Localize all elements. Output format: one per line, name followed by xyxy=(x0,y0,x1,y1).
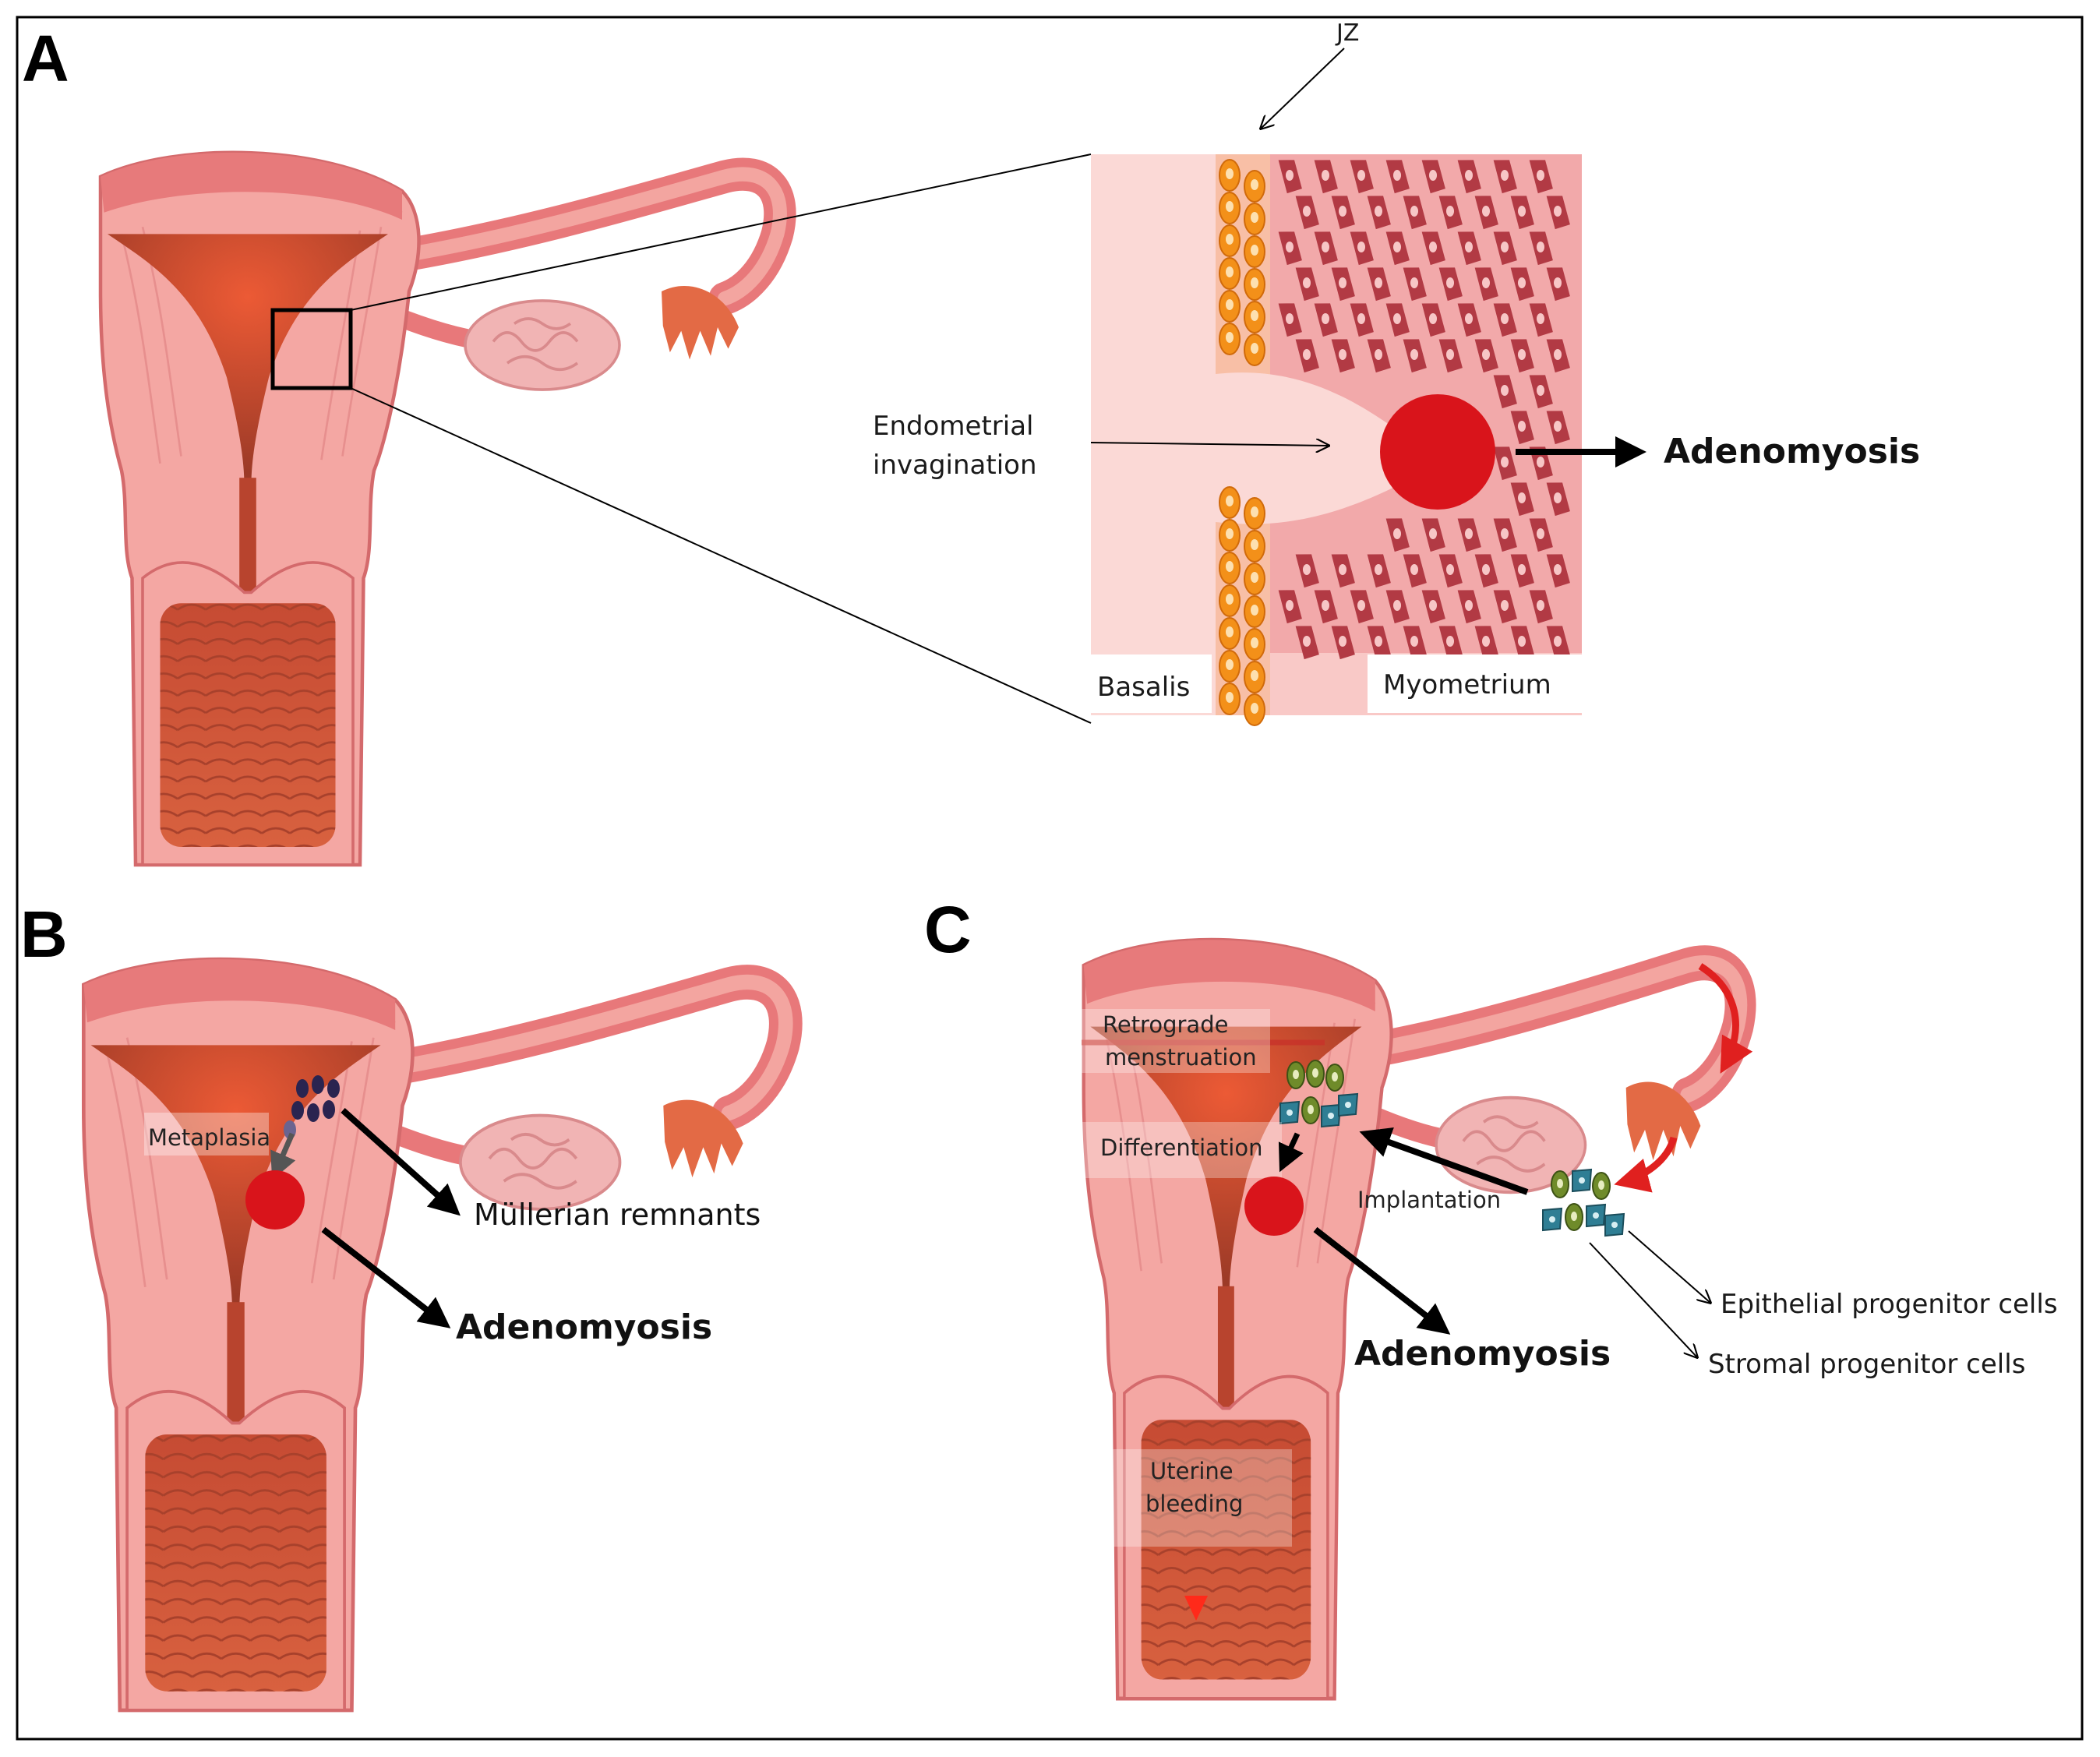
implantation-label: Implantation xyxy=(1357,1187,1501,1213)
basalis-cell xyxy=(1244,497,1265,530)
metaplasia-arrow xyxy=(270,1132,296,1180)
basalis-cell xyxy=(1219,683,1241,715)
basalis-cell xyxy=(1244,203,1265,235)
metaplasia-label: Metaplasia xyxy=(148,1124,270,1151)
zoom-line-bottom xyxy=(350,387,1092,724)
invagination-arrow xyxy=(1090,443,1329,446)
tube-flow-arrow xyxy=(1698,963,1753,1074)
epithelial-pointer xyxy=(1628,1230,1710,1303)
bleeding-label-line1: Uterine xyxy=(1150,1458,1234,1484)
basalis-cell xyxy=(1219,584,1241,617)
mullerian-cells xyxy=(284,1075,340,1139)
basalis-cell xyxy=(1244,235,1265,268)
basalis-cell xyxy=(1244,693,1265,726)
basalis-cell xyxy=(1244,595,1265,628)
adenomyosis-arrow-b xyxy=(321,1226,451,1328)
zoom-box xyxy=(270,308,353,390)
basalis-cell xyxy=(1219,257,1241,290)
adenomyosis-label-c: Adenomyosis xyxy=(1354,1334,1611,1374)
panel-label-c: C xyxy=(924,893,972,966)
epithelial-label: Epithelial progenitor cells xyxy=(1721,1289,2058,1320)
basalis-cell xyxy=(1244,301,1265,333)
bleeding-label-line2: bleeding xyxy=(1145,1491,1243,1517)
basalis-cell xyxy=(1219,650,1241,683)
panel-label-b: B xyxy=(20,898,68,971)
basalis-cell xyxy=(1219,617,1241,650)
basalis-cell xyxy=(1244,530,1265,563)
implantation-arrow xyxy=(1359,1127,1529,1195)
zoom-line-top xyxy=(350,153,1092,311)
panel-c: C Retrograde menstruation Differentiatio… xyxy=(924,893,2058,1699)
basalis-cell xyxy=(1219,552,1241,584)
panel-a: A JZ Endometrial invaginat xyxy=(22,19,1920,865)
jz-arrow xyxy=(1261,48,1345,129)
myometrium-label: Myometrium xyxy=(1383,669,1551,700)
basalis-cell xyxy=(1244,563,1265,595)
adenomyosis-label-a: Adenomyosis xyxy=(1664,432,1920,471)
basalis-cell xyxy=(1244,268,1265,301)
basalis-cell xyxy=(1244,170,1265,203)
basalis-cell xyxy=(1244,628,1265,661)
stromal-label: Stromal progenitor cells xyxy=(1708,1349,2025,1380)
basalis-cell xyxy=(1219,192,1241,224)
retrograde-label-line2: menstruation xyxy=(1105,1044,1257,1071)
basalis-cell xyxy=(1219,159,1241,192)
invagination-label-line1: Endometrial xyxy=(873,411,1034,442)
mullerian-arrow xyxy=(341,1108,461,1216)
mullerian-label: Müllerian remnants xyxy=(474,1198,761,1232)
panel-label-a: A xyxy=(22,22,69,95)
jz-label: JZ xyxy=(1335,19,1359,47)
basalis-cell xyxy=(1219,519,1241,552)
invagination-label-line2: invagination xyxy=(873,450,1037,481)
basalis-cell xyxy=(1219,224,1241,257)
stromal-pointer xyxy=(1589,1242,1697,1357)
panel-b: B Metaplasia Müllerian remnants Adenomyo… xyxy=(20,898,785,1710)
basalis-cell xyxy=(1219,323,1241,355)
basalis-cell xyxy=(1219,486,1241,519)
basalis-cell xyxy=(1244,661,1265,693)
zoomed-tissue xyxy=(1091,154,1582,726)
retrograde-label-line1: Retrograde xyxy=(1103,1011,1228,1038)
retrograde-arrow xyxy=(1614,1136,1678,1193)
adenomyosis-label-b: Adenomyosis xyxy=(456,1307,712,1347)
basalis-cell xyxy=(1244,333,1265,366)
adenomyosis-lesion-a xyxy=(1380,394,1495,510)
basalis-label: Basalis xyxy=(1097,672,1190,703)
differentiation-label: Differentiation xyxy=(1100,1134,1262,1161)
adenomyosis-arrow-c xyxy=(1313,1226,1451,1335)
differentiation-arrow xyxy=(1278,1132,1304,1173)
adenomyosis-lesion-b xyxy=(245,1170,305,1230)
basalis-cell xyxy=(1219,290,1241,323)
adenomyosis-lesion-c xyxy=(1244,1177,1304,1236)
